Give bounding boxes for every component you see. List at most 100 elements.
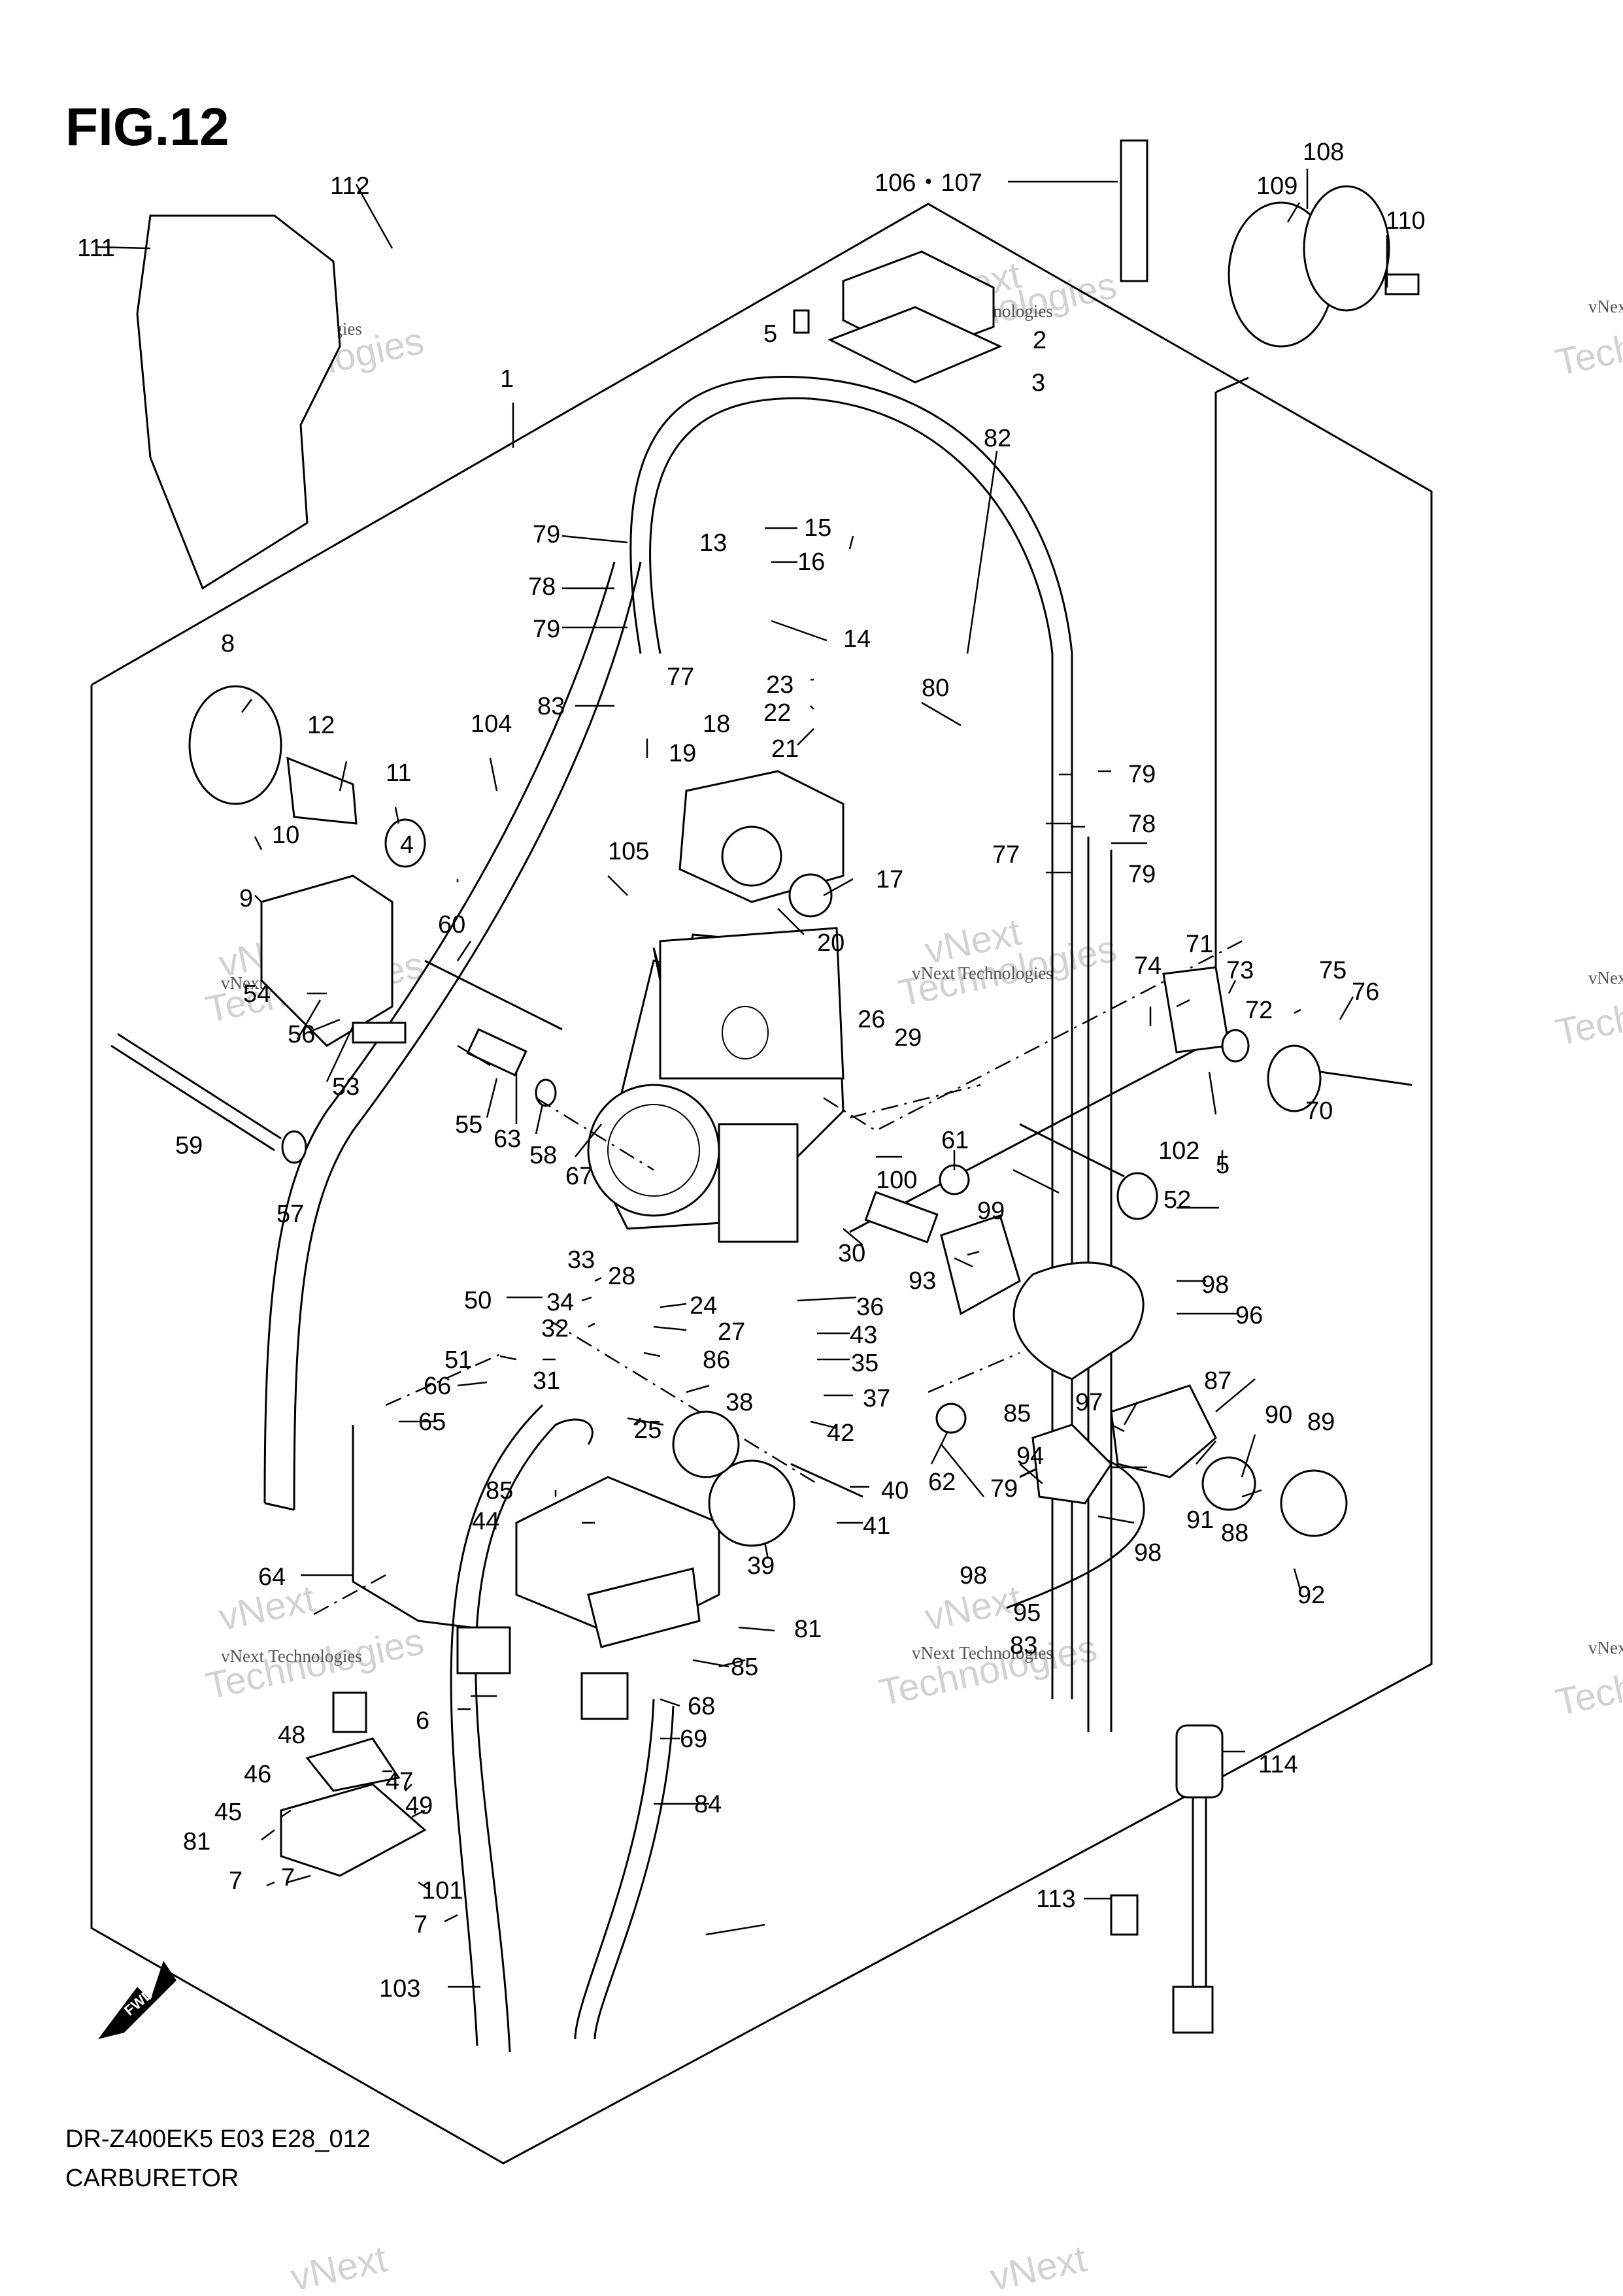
leader-lines	[96, 169, 1388, 1988]
right-assembly	[1012, 966, 1413, 1537]
part-label-79b: 79	[533, 616, 560, 643]
part-label-7b: 7	[281, 1864, 295, 1891]
part-label-93: 93	[909, 1267, 936, 1295]
accelerator-pump	[672, 1410, 863, 1547]
left-assembly	[188, 685, 426, 1047]
washer-57	[281, 1130, 307, 1164]
part-label-101: 101	[422, 1877, 463, 1905]
part-label-43: 43	[850, 1322, 877, 1349]
part-label-12: 12	[307, 712, 335, 739]
part-label-79a: 79	[533, 521, 560, 548]
part-label-91: 91	[1186, 1506, 1214, 1534]
part-label-78b: 78	[1128, 810, 1156, 838]
part-label-51: 51	[444, 1346, 472, 1374]
part-label-42: 42	[827, 1420, 854, 1447]
part-label-10: 10	[272, 822, 299, 849]
part-label-50: 50	[464, 1287, 492, 1314]
part-label-5b: 5	[1216, 1152, 1230, 1179]
figure-title: FIG.12	[65, 97, 229, 157]
part-label-88: 88	[1221, 1520, 1248, 1547]
part-label-80: 80	[922, 674, 949, 702]
section-name: CARBURETOR	[65, 2165, 239, 2192]
part-label-83b: 83	[1010, 1632, 1037, 1659]
part-label-87: 87	[1204, 1367, 1231, 1395]
part-label-76: 76	[1352, 978, 1379, 1006]
pump-cover	[280, 1691, 427, 1877]
part-label-20: 20	[817, 929, 845, 957]
part-label-44: 44	[472, 1508, 499, 1535]
float-chamber	[515, 1476, 720, 1720]
part-label-39: 39	[747, 1552, 775, 1580]
part-label-97: 97	[1075, 1389, 1103, 1416]
part-label-48: 48	[278, 1722, 305, 1749]
part-label-25: 25	[634, 1416, 661, 1444]
watermark: Technologies	[875, 1627, 1101, 1714]
watermark: vNext Technologies	[912, 1643, 1053, 1663]
rod-64	[352, 1425, 471, 1629]
part-label-16: 16	[797, 548, 825, 576]
part-label-105: 105	[608, 838, 649, 865]
bracket-106-107	[1120, 139, 1148, 282]
hose-83-left	[263, 561, 616, 1504]
part-label-5a: 5	[763, 320, 777, 348]
part-label-114: 114	[1258, 1751, 1298, 1778]
bracket-99	[940, 1214, 1021, 1316]
part-label-23: 23	[766, 671, 794, 699]
spring-55	[466, 1027, 527, 1077]
hose-82-inner	[649, 397, 1054, 1699]
screw-60	[424, 959, 563, 1031]
washer-58	[535, 1078, 557, 1107]
part-label-71: 71	[1186, 931, 1213, 958]
part-label-113: 113	[1036, 1886, 1076, 1913]
part-label-7c: 7	[414, 1911, 427, 1938]
part-label-9: 9	[239, 885, 253, 912]
part-label-29: 29	[894, 1024, 922, 1052]
part-label-26: 26	[858, 1006, 885, 1033]
part-label-79c: 79	[1128, 761, 1156, 788]
part-label-30: 30	[838, 1240, 865, 1267]
part-label-17: 17	[876, 866, 903, 893]
part-label-37: 37	[863, 1385, 890, 1412]
part-label-8: 8	[221, 630, 235, 657]
part-label-69: 69	[680, 1725, 707, 1753]
watermark: vNext Technologies	[1588, 1638, 1623, 1657]
part-label-22: 22	[763, 699, 791, 727]
part-label-75: 75	[1319, 957, 1347, 984]
part-label-36: 36	[856, 1293, 884, 1321]
part-label-81b: 81	[183, 1828, 210, 1855]
part-label-85c: 85	[1003, 1400, 1031, 1427]
part-label-21: 21	[771, 735, 799, 763]
part-label-46: 46	[244, 1761, 271, 1788]
part-label-1: 1	[500, 365, 514, 393]
part-label-98c: 98	[960, 1562, 987, 1589]
part-label-61: 61	[941, 1127, 969, 1154]
part-label-54: 54	[243, 980, 271, 1008]
bolt-59	[110, 1044, 275, 1152]
part-label-49: 49	[405, 1792, 433, 1820]
part-label-60: 60	[438, 911, 465, 939]
cover-111	[136, 214, 341, 590]
part-label-92: 92	[1297, 1582, 1325, 1609]
part-label-18: 18	[703, 710, 730, 738]
part-label-45: 45	[214, 1799, 242, 1826]
part-label-72: 72	[1245, 997, 1273, 1024]
part-label-90: 90	[1265, 1401, 1292, 1429]
part-label-74: 74	[1134, 952, 1162, 980]
part-label-15: 15	[804, 514, 831, 542]
hose-103	[475, 1418, 594, 2053]
part-label-53: 53	[332, 1073, 360, 1101]
part-label-77a: 77	[667, 663, 694, 691]
part-label-83a: 83	[537, 693, 565, 720]
part-label-89: 89	[1307, 1408, 1335, 1436]
part-label-110: 110	[1386, 207, 1426, 235]
part-label-100: 100	[876, 1167, 917, 1194]
air-cleaner-joint	[1228, 185, 1420, 348]
dashed-leaders	[313, 940, 1243, 1616]
watermark: vNext Technologies	[1588, 297, 1623, 316]
part-label-13: 13	[699, 529, 727, 557]
nut-62	[935, 1403, 967, 1434]
part-label-47: 47	[386, 1768, 413, 1795]
part-label-70: 70	[1305, 1097, 1333, 1125]
part-label-104: 104	[471, 710, 512, 738]
